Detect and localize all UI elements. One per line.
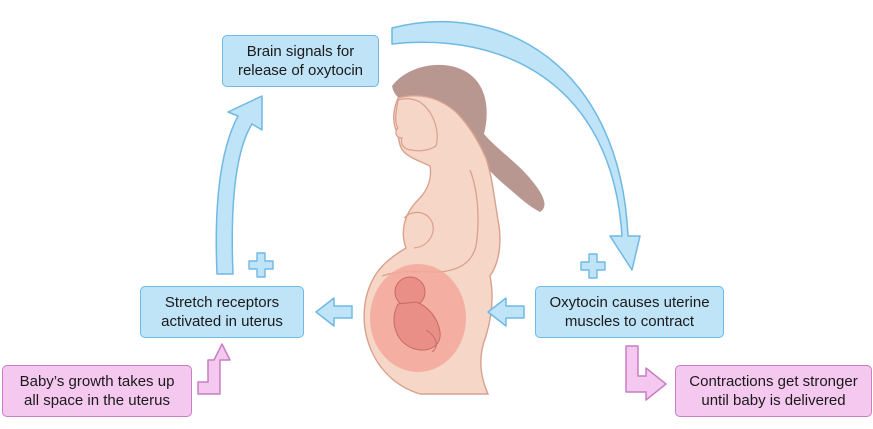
node-stretch-receptors: Stretch receptors activated in uterus [140,286,304,338]
arrow-body-to-stretch [315,297,353,327]
pregnant-woman-illustration [363,64,545,395]
plus-icon [580,253,606,279]
face [395,98,438,152]
node-oxytocin-contraction-text: Oxytocin causes uterine muscles to contr… [549,294,710,330]
node-brain-signals: Brain signals for release of oxytocin [222,35,379,87]
fetus [393,276,441,353]
arrow-oxytocin-to-contractions [625,345,667,401]
node-brain-signals-text: Brain signals for release of oxytocin [237,43,364,79]
node-contractions-stronger: Contractions get stronger until baby is … [675,365,872,417]
arrow-stretch-to-brain [215,95,263,275]
node-baby-growth-text: Baby’s growth takes up all space in the … [19,373,175,409]
node-baby-growth: Baby’s growth takes up all space in the … [2,365,192,417]
breast-outline [403,211,434,249]
plus-icon [248,252,274,278]
node-oxytocin-contraction: Oxytocin causes uterine muscles to contr… [535,286,724,338]
arrow-brain-to-oxytocin [391,20,641,271]
arrow-oxytocin-to-body [487,297,525,327]
node-stretch-receptors-text: Stretch receptors activated in uterus [161,294,283,330]
arrow-growth-to-stretch [197,343,231,395]
node-contractions-stronger-text: Contractions get stronger until baby is … [689,373,858,409]
